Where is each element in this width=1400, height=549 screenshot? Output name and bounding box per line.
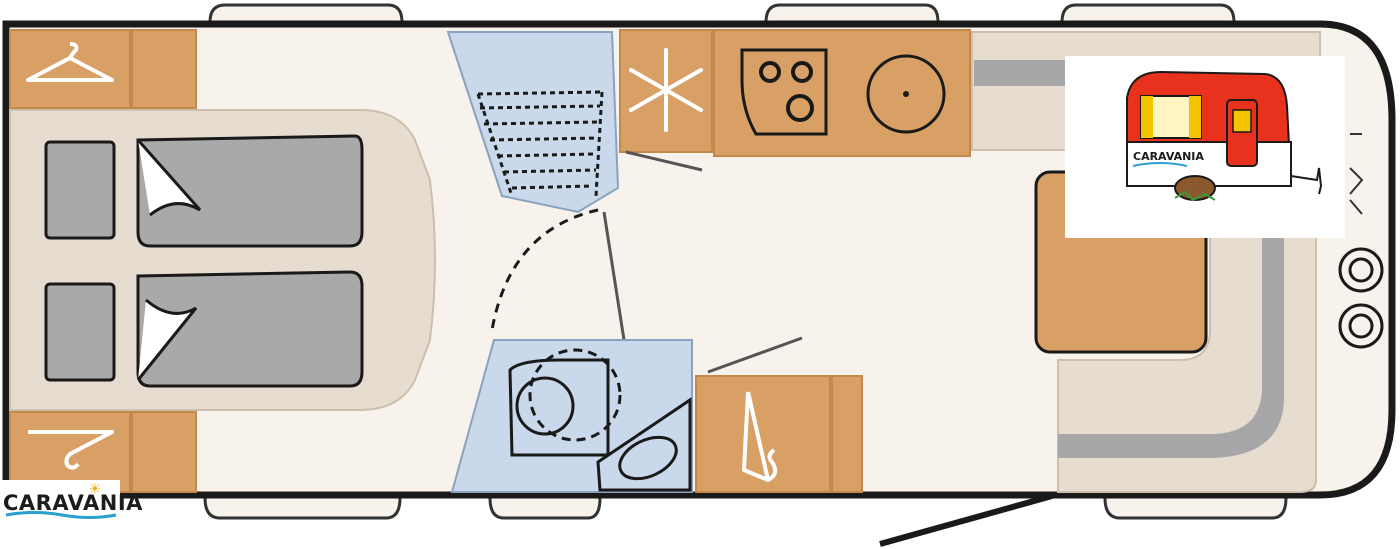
caravan-drawing-drawbar <box>1290 167 1323 195</box>
wardrobe-top-left <box>9 29 131 109</box>
caravan-drawing-curtain <box>1189 96 1201 138</box>
burner-icon <box>791 61 813 83</box>
washbasin-icon <box>618 435 678 481</box>
hanger-icon <box>26 42 114 82</box>
pillow <box>44 282 116 382</box>
sofa-cushion-side <box>1058 220 1284 458</box>
entry-door <box>879 493 1053 547</box>
gas-bottle-icon <box>1338 303 1384 349</box>
bathroom-door-swing <box>490 208 599 331</box>
inset-logo-text: CARAVANIA <box>1133 150 1204 163</box>
brand-logo-text: CARAVANIA <box>3 491 143 515</box>
gas-bottle-icon <box>1338 247 1384 293</box>
duvet <box>136 270 364 388</box>
cabinet-top-left <box>131 29 197 109</box>
duvet <box>136 134 364 248</box>
caravan-illustration: CARAVANIA <box>1065 56 1345 238</box>
brand-logo: ☀ CARAVANIA <box>0 480 142 526</box>
sink-drain <box>903 91 909 97</box>
caravan-drawing-curtain <box>1141 96 1153 138</box>
cabinet-bottom-left <box>131 411 197 493</box>
front-window-marks <box>1349 133 1364 215</box>
caravan-drawing-door-window <box>1232 109 1252 133</box>
shower-drain-pattern <box>476 90 604 197</box>
caravan-drawing-grass <box>1174 190 1216 202</box>
wave-icon <box>5 511 117 519</box>
hanger-icon <box>28 430 114 470</box>
burner-icon <box>759 61 781 83</box>
duvet-fold <box>136 139 202 217</box>
sofa-cushion-top <box>974 60 1074 86</box>
toilet-lid-swing <box>528 348 622 442</box>
hanger-icon <box>742 391 778 482</box>
gas-bottle-icon <box>1348 313 1374 339</box>
duvet-fold <box>136 298 198 381</box>
sun-icon: ☀ <box>88 480 102 498</box>
wardrobe-side <box>831 375 863 493</box>
wardrobe-door <box>707 336 803 374</box>
snowflake-icon <box>629 48 703 132</box>
window-tabs <box>203 3 1288 520</box>
pillow <box>44 140 116 240</box>
fridge-door <box>625 150 703 172</box>
wardrobe-middle <box>695 375 831 493</box>
hob <box>740 48 828 136</box>
bathroom-door <box>602 211 626 341</box>
burner-icon <box>786 94 814 122</box>
toilet-bowl <box>515 376 575 436</box>
gas-bottle-icon <box>1348 257 1374 283</box>
